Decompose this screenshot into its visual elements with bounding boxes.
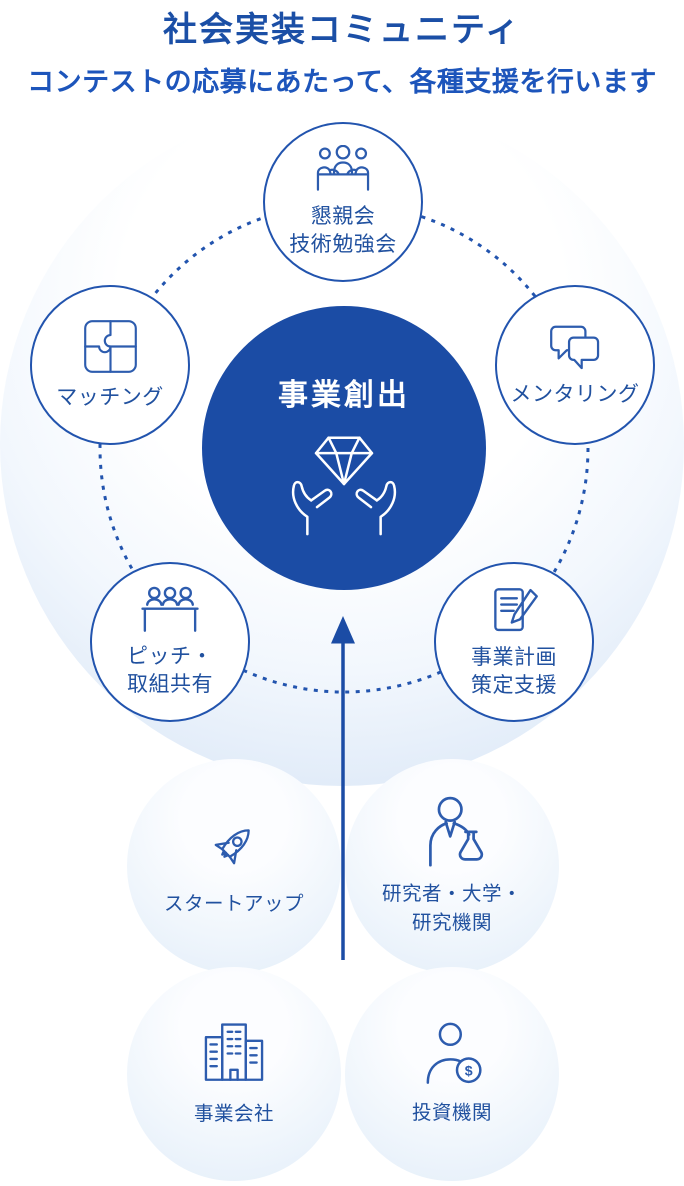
- support-label-plan: 事業計画 策定支援: [471, 645, 557, 697]
- svg-text:$: $: [465, 1063, 473, 1079]
- rocket-icon: [202, 813, 266, 877]
- support-label-matching: マッチング: [56, 386, 164, 410]
- presentation-panel-icon: [137, 585, 203, 634]
- participant-node-company: 事業会社: [127, 967, 341, 1181]
- diamond-in-hands-icon: [284, 430, 404, 538]
- dotted-ring: [98, 202, 590, 694]
- participant-node-startup: スタートアップ: [127, 759, 341, 973]
- support-node-plan: 事業計画 策定支援: [434, 562, 594, 722]
- page-subtitle: コンテストの応募にあたって、各種支援を行います: [27, 67, 657, 97]
- support-node-mentoring: メンタリング: [495, 285, 655, 445]
- researcher-flask-icon: [414, 795, 490, 867]
- participant-label-research: 研究者・大学・ 研究機関: [381, 883, 522, 934]
- puzzle-icon: [82, 318, 139, 375]
- office-building-icon: [194, 1020, 274, 1087]
- support-node-meetup: 懇親会 技術勉強会: [263, 122, 423, 282]
- speech-bubbles-icon: [546, 321, 604, 372]
- support-node-pitch: ピッチ・ 取組共有: [90, 562, 250, 722]
- support-label-pitch: ピッチ・ 取組共有: [127, 645, 213, 696]
- participant-label-investor: 投資機関: [411, 1101, 492, 1124]
- page-title: 社会実装コミュニティ: [163, 11, 521, 49]
- up-arrow: [331, 616, 355, 960]
- support-node-matching: マッチング: [30, 285, 190, 445]
- participant-label-company: 事業会社: [193, 1102, 274, 1125]
- support-label-mentoring: メンタリング: [510, 383, 640, 407]
- meeting-icon: [311, 145, 375, 194]
- center-goal-label: 事業創出: [278, 379, 410, 412]
- participant-label-startup: スタートアップ: [163, 893, 304, 916]
- support-label-meetup: 懇親会 技術勉強会: [289, 205, 397, 256]
- participant-node-research: 研究者・大学・ 研究機関: [345, 759, 559, 973]
- participant-node-investor: $ 投資機関: [345, 967, 559, 1181]
- document-pencil-icon: [487, 585, 542, 635]
- center-goal-circle: 事業創出: [202, 306, 486, 590]
- investor-dollar-icon: $: [417, 1021, 487, 1086]
